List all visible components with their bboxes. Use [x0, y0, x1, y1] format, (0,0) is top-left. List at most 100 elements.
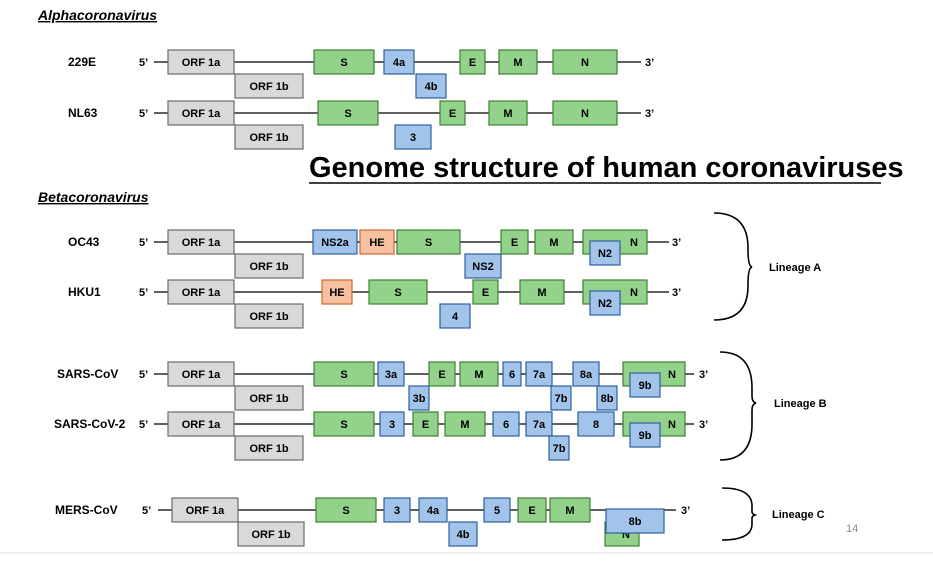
gene-orf-1a-box: ORF 1a: [167, 361, 235, 387]
gene-orf-1a-box: ORF 1a: [171, 497, 239, 523]
gene-label-s: S: [340, 419, 347, 431]
gene-label-m: M: [549, 237, 558, 249]
gene-ns2a-rect: [312, 229, 358, 255]
gene-e-box: E: [428, 361, 456, 387]
gene-7a-rect: [525, 361, 553, 387]
gene-label-m: M: [460, 419, 469, 431]
gene-8b-box: 8b: [596, 385, 618, 411]
five-prime-label: 5’: [139, 419, 148, 431]
gene-orf-1b-rect: [234, 124, 304, 150]
lineage-c-brace: [721, 487, 758, 541]
gene-label-ns2: NS2: [472, 261, 493, 273]
gene-label-3b: 3b: [413, 393, 426, 405]
gene-3-box: 3: [383, 497, 411, 523]
lineage-a-brace: [713, 212, 753, 321]
gene-6-box: 6: [492, 411, 520, 437]
gene-orf-1a-rect: [167, 411, 235, 437]
gene-orf-1b-box: ORF 1b: [234, 435, 304, 461]
gene-label-he: HE: [329, 287, 344, 299]
three-prime-label: 3’: [672, 287, 681, 299]
gene-label-orf-1b: ORF 1b: [249, 132, 288, 144]
gene-label-orf-1b: ORF 1b: [251, 529, 290, 541]
gene-e-box: E: [439, 100, 466, 126]
gene-e-box: E: [459, 49, 486, 75]
gene-7b-rect: [548, 435, 570, 461]
gene-e-rect: [472, 279, 499, 305]
three-prime-label: 3’: [699, 369, 708, 381]
gene-m-box: M: [549, 497, 591, 523]
gene-7a-box: 7a: [525, 411, 553, 437]
gene-label-3: 3: [394, 505, 400, 517]
three-prime-label: 3’: [681, 505, 690, 517]
gene-5-box: 5: [483, 497, 511, 523]
gene-3a-box: 3a: [377, 361, 405, 387]
gene-3-rect: [383, 497, 411, 523]
virus-name-oc43: OC43: [68, 235, 100, 249]
gene-label-m: M: [474, 369, 483, 381]
gene-label-e: E: [528, 505, 535, 517]
gene-label-orf-1a: ORF 1a: [182, 287, 221, 299]
gene-orf-1b-rect: [237, 521, 305, 547]
virus-name-nl63: NL63: [68, 106, 98, 120]
gene-4b-rect: [415, 73, 447, 99]
gene-orf-1b-box: ORF 1b: [234, 253, 304, 279]
gene-4a-rect: [383, 49, 415, 75]
gene-8a-box: 8a: [572, 361, 600, 387]
gene-label-3: 3: [389, 419, 395, 431]
gene-orf-1b-box: ORF 1b: [234, 73, 304, 99]
gene-m-box: M: [534, 229, 574, 255]
gene-label-n: N: [581, 108, 589, 120]
gene-4b-rect: [448, 521, 478, 547]
gene-s-rect: [396, 229, 461, 255]
five-prime-label: 5’: [142, 505, 151, 517]
gene-label-7b: 7b: [553, 443, 566, 455]
gene-label-7a: 7a: [533, 369, 546, 381]
gene-n-box: N: [552, 49, 618, 75]
five-prime-label: 5’: [139, 57, 148, 69]
gene-orf-1b-box: ORF 1b: [234, 124, 304, 150]
gene-s-box: S: [317, 100, 379, 126]
gene-s-rect: [315, 497, 377, 523]
gene-orf-1b-rect: [234, 303, 304, 329]
gene-orf-1a-box: ORF 1a: [167, 49, 235, 75]
gene-label-e: E: [469, 57, 476, 69]
gene-orf-1b-box: ORF 1b: [234, 303, 304, 329]
gene-label-s: S: [344, 108, 351, 120]
gene-7b-rect: [550, 385, 572, 411]
virus-name-229e: 229E: [68, 55, 96, 69]
gene-label-9b: 9b: [639, 430, 652, 442]
gene-e-box: E: [500, 229, 529, 255]
five-prime-label: 5’: [139, 369, 148, 381]
gene-4b-box: 4b: [448, 521, 478, 547]
virus-name-hku1: HKU1: [68, 285, 101, 299]
gene-ns2-rect: [464, 253, 502, 279]
gene-orf-1a-box: ORF 1a: [167, 411, 235, 437]
gene-label-8b: 8b: [601, 393, 614, 405]
gene-n2-rect: [589, 240, 621, 266]
gene-4a-box: 4a: [383, 49, 415, 75]
gene-label-m: M: [513, 57, 522, 69]
five-prime-label: 5’: [139, 237, 148, 249]
gene-e-rect: [412, 411, 439, 437]
page-number: 14: [846, 523, 858, 535]
gene-e-rect: [439, 100, 466, 126]
gene-m-box: M: [498, 49, 538, 75]
gene-e-rect: [500, 229, 529, 255]
gene-8b-box: 8b: [605, 508, 665, 534]
gene-9b-rect: [629, 422, 661, 448]
gene-label-e: E: [449, 108, 456, 120]
gene-m-rect: [498, 49, 538, 75]
gene-label-4b: 4b: [425, 81, 438, 93]
gene-7b-box: 7b: [548, 435, 570, 461]
gene-orf-1a-rect: [167, 229, 235, 255]
gene-label-m: M: [503, 108, 512, 120]
gene-8-box: 8: [577, 411, 615, 437]
gene-6-rect: [502, 361, 522, 387]
gene-4b-box: 4b: [415, 73, 447, 99]
five-prime-label: 5’: [139, 287, 148, 299]
gene-s-box: S: [368, 279, 428, 305]
gene-s-box: S: [396, 229, 461, 255]
gene-m-box: M: [519, 279, 565, 305]
